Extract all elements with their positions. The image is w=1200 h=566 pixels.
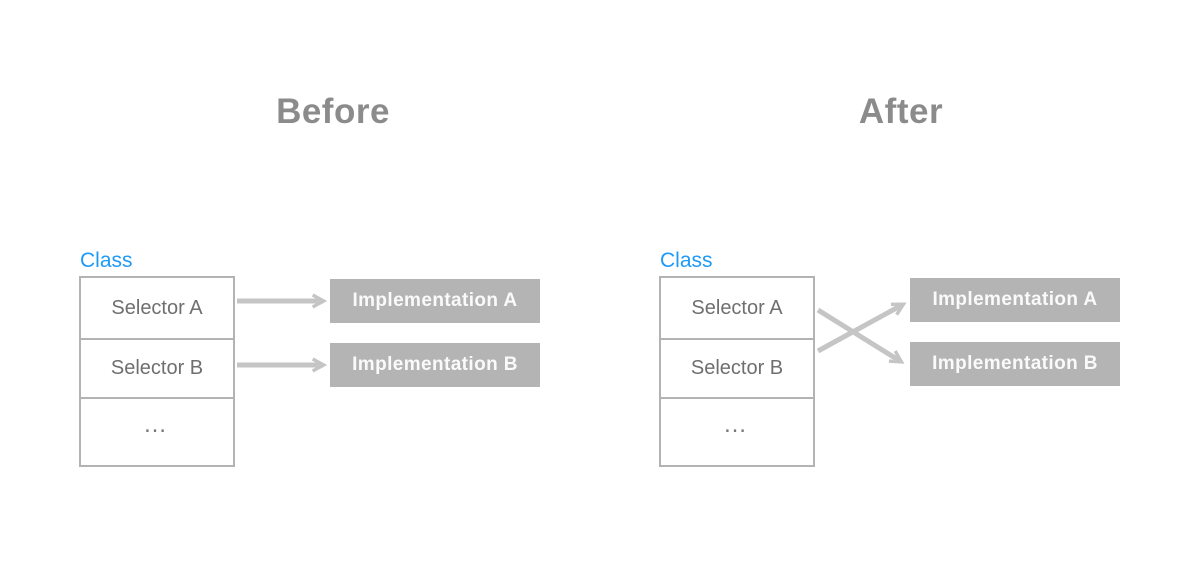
implementation-a-box-after: Implementation A bbox=[910, 278, 1120, 322]
ellipsis-row-before: … bbox=[143, 411, 171, 438]
selector-a-row-before: Selector A bbox=[81, 278, 233, 340]
selector-b-row-after: Selector B bbox=[661, 340, 813, 399]
class-method-table-before: Selector A Selector B … bbox=[79, 276, 235, 467]
implementation-b-box-after: Implementation B bbox=[910, 342, 1120, 386]
class-method-table-after: Selector A Selector B … bbox=[659, 276, 815, 467]
selector-b-row-before: Selector B bbox=[81, 340, 233, 399]
arrow-selector-b-to-implementation-a bbox=[816, 305, 902, 354]
implementation-b-box-before: Implementation B bbox=[330, 343, 540, 387]
selector-a-row-after: Selector A bbox=[661, 278, 813, 340]
implementation-a-box-before: Implementation A bbox=[330, 279, 540, 323]
after-title: After bbox=[858, 92, 944, 131]
class-label-after: Class bbox=[660, 249, 713, 272]
class-label-before: Class bbox=[80, 249, 133, 272]
arrow-selector-a-to-implementation-b bbox=[816, 307, 900, 361]
before-title: Before bbox=[276, 92, 390, 131]
ellipsis-row-after: … bbox=[723, 411, 751, 438]
